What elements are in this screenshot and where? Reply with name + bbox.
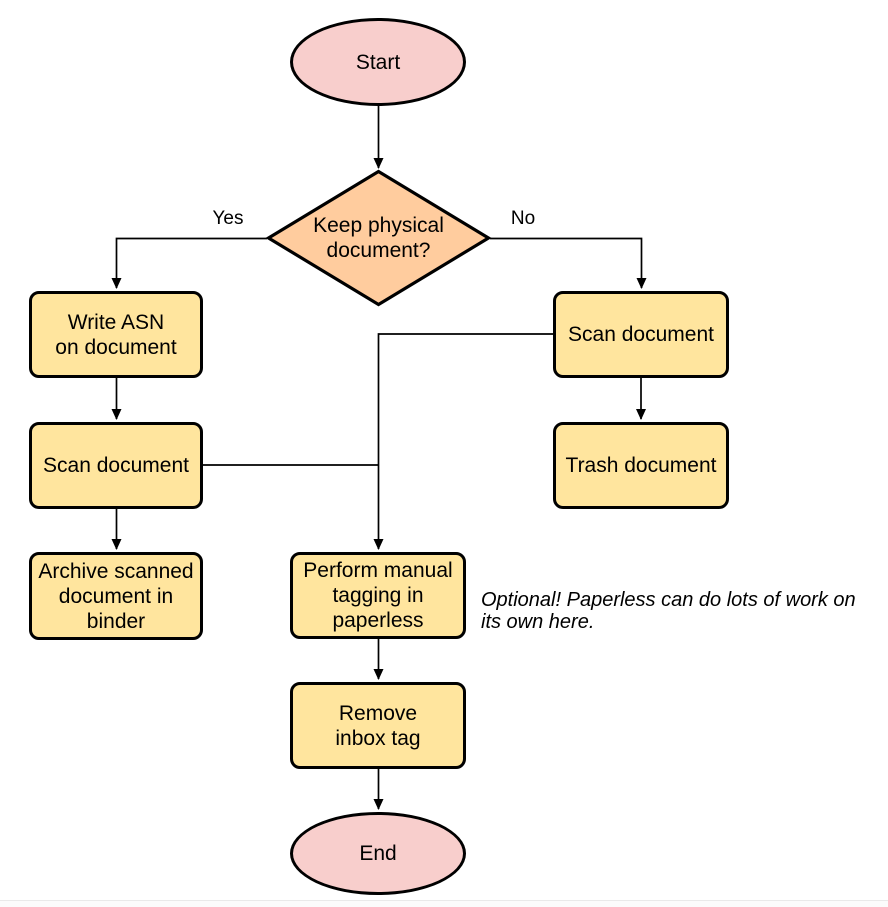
edge-decision-yes-to-write-asn (111, 237, 267, 289)
node-manual-tagging-label: Perform manual tagging in paperless (303, 559, 453, 632)
node-write-asn: Write ASN on document (29, 291, 203, 378)
page-bottom-divider (0, 900, 888, 907)
decision-diamond (265, 169, 492, 307)
node-scan-document-right: Scan document (553, 291, 729, 378)
node-trash-document-label: Trash document (565, 454, 717, 477)
node-remove-inbox-tag: Remove inbox tag (290, 682, 466, 769)
node-start-label: Start (355, 50, 401, 74)
edge-label-no: No (498, 208, 548, 230)
node-scan-document-right-label: Scan document (568, 323, 714, 346)
node-manual-tagging: Perform manual tagging in paperless (290, 552, 466, 639)
node-start: Start (290, 18, 466, 106)
node-end-label: End (359, 842, 397, 865)
node-scan-document-left: Scan document (29, 422, 203, 509)
node-end: End (290, 812, 466, 895)
node-decision: Keep physical document? (267, 170, 490, 306)
node-write-asn-label: Write ASN on document (55, 310, 177, 359)
node-archive-document-label: Archive scanned document in binder (38, 559, 194, 633)
node-scan-document-left-label: Scan document (43, 454, 189, 477)
edge-decision-no-to-scan-right (490, 237, 647, 289)
edge-scan-right-to-tagging (373, 333, 553, 550)
node-archive-document: Archive scanned document in binder (29, 552, 203, 640)
node-decision-label: Keep physical document? (313, 214, 444, 262)
node-remove-inbox-tag-label: Remove inbox tag (335, 701, 421, 750)
node-trash-document: Trash document (553, 422, 729, 509)
annotation-optional-note: Optional! Paperless can do lots of work … (481, 589, 856, 633)
edge-label-yes: Yes (203, 208, 253, 230)
